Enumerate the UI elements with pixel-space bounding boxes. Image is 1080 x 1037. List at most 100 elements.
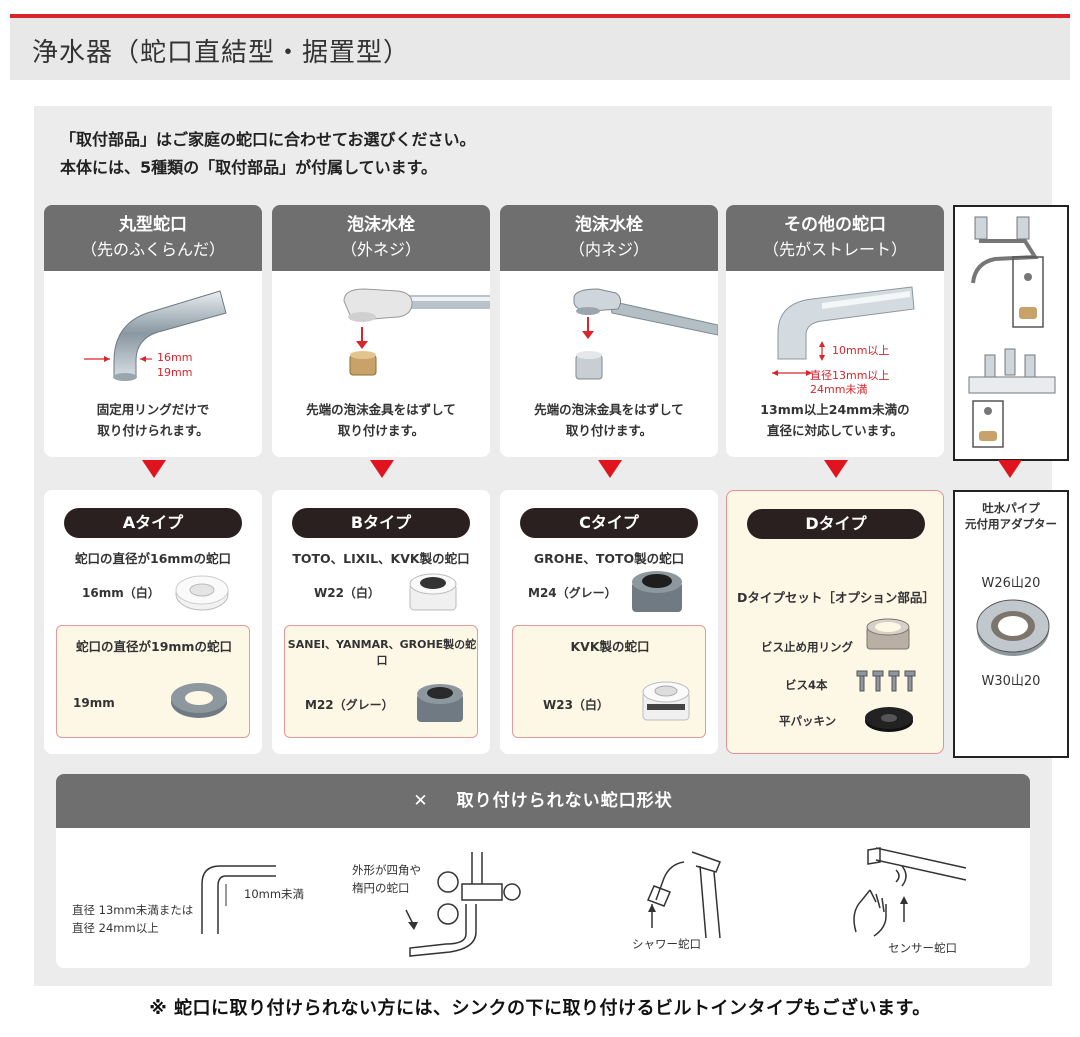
gray-ring-icon [171,683,227,718]
type-condition: GROHE、TOTO製の蛇口 [533,551,685,566]
option-item-ring: ビス止め用リング [761,640,853,654]
part-name: 16mm（白） [82,586,160,600]
faucet-description: 固定用リングだけで 取り付けられます。 [44,399,262,441]
ng-item-3-label: シャワー蛇口 [632,937,701,951]
dim-10mm-min: 10mm以上 [832,344,890,357]
faucet-card-header: 泡沫水栓 （外ネジ） [272,205,490,271]
desc-line: 取り付けられます。 [97,423,209,438]
type-label: Aタイプ [64,508,242,538]
ng-section-body: 直径 13mm未満または 直径 24mm以上 10mm未満 外形が四角や 楕円の… [56,828,1030,968]
white-ring-icon [175,575,229,611]
round-faucet-illustration [84,290,227,381]
adapter-spec-top: W26山20 [981,576,1041,591]
intro-line-2: 本体には、5種類の「取付部品」が付属しています。 [60,158,438,177]
screws-icon [856,670,916,692]
dim-24mm-max: 24mm未満 [810,383,868,396]
faucet-card-round: 丸型蛇口 （先のふくらんだ） 16mm 19mm 固定用リングだけで 取り付けら… [44,205,262,457]
type-label: Dタイプ [747,509,925,539]
type-card-d: Dタイプ Dタイプセット［オプション部品］ ビス止め用リング ビス4本 平パッキ… [726,490,944,754]
down-arrow-icon [998,460,1022,478]
desc-line: 固定用リングだけで [96,402,210,417]
adapter-faucet-box [953,205,1069,461]
faucet-description: 先端の泡沫金具をはずして 取り付けます。 [500,399,718,441]
faucet-title: 泡沫水栓 [575,215,643,235]
thin-faucet-outline-icon [201,865,276,934]
alt-part-box: KVK製の蛇口 W23（白） [512,625,706,738]
desc-line: 13mm以上24mm未満の [760,402,910,417]
alt-condition: 蛇口の直径が19mmの蛇口 [76,639,232,654]
page-title: 浄水器（蛇口直結型・据置型） [32,38,411,68]
screw-ring-icon [866,618,910,650]
down-arrow-icon [598,460,622,478]
option-item-packing: 平パッキン [779,714,837,728]
desc-line: 先端の泡沫金具をはずして [306,402,456,417]
intro-text: 「取付部品」はご家庭の蛇口に合わせてお選びください。 本体には、5種類の「取付部… [60,126,476,182]
faucet-description: 13mm以上24mm未満の 直径に対応しています。 [726,399,944,441]
foam-inner-faucet-illustration [573,288,718,380]
ng-section-header: ✕取り付けられない蛇口形状 [56,774,1030,828]
ng-item-4-label: センサー蛇口 [888,941,957,955]
down-arrow-icon [142,460,166,478]
straight-faucet-illustration [772,286,915,376]
faucet-card-foam-outer: 泡沫水栓 （外ネジ） 先端の泡沫金具をはずして 取り付けます。 [272,205,490,457]
type-card-b: Bタイプ TOTO、LIXIL、KVK製の蛇口 W22（白） SANEI、YAN… [272,490,490,754]
alt-condition: KVK製の蛇口 [570,639,650,654]
faucet-card-foam-inner: 泡沫水栓 （内ネジ） 先端の泡沫金具をはずして 取り付けます。 [500,205,718,457]
faucet-description: 先端の泡沫金具をはずして 取り付けます。 [272,399,490,441]
type-condition: TOTO、LIXIL、KVK製の蛇口 [292,551,470,566]
part-name: M24（グレー） [528,586,617,600]
faucet-card-header: その他の蛇口 （先がストレート） [726,205,944,271]
adapter-part-box: 吐水パイプ 元付用アダプター W26山20 W30山20 [953,490,1069,758]
dim-13mm-min: 直径13mm以上 [810,369,890,382]
faucet-card-header: 泡沫水栓 （内ネジ） [500,205,718,271]
square-faucet-icon [405,852,521,957]
intro-line-1: 「取付部品」はご家庭の蛇口に合わせてお選びください。 [60,130,476,149]
gray-adapter-icon [632,571,682,612]
flat-packing-icon [865,707,913,732]
type-label: Cタイプ [520,508,698,538]
footnote: ※ 蛇口に取り付けられない方には、シンクの下に取り付けるビルトインタイプもござい… [149,998,931,1019]
faucet-subtitle: （内ネジ） [568,240,649,259]
ng-item-2-line-1: 外形が四角や [352,863,421,877]
alt-part-name: 19mm [73,696,115,710]
faucet-title: 泡沫水栓 [347,215,415,235]
type-condition: 蛇口の直径が16mmの蛇口 [75,551,231,566]
desc-line: 直径に対応しています。 [767,423,903,438]
desc-line: 取り付けます。 [337,423,425,438]
down-arrow-icon [824,460,848,478]
wall-faucet-illustration [968,216,1056,448]
ng-item-1-dim: 10mm未満 [244,887,305,901]
adapter-ring-icon [976,599,1050,656]
white-adapter-icon [409,573,457,611]
type-card-a: Aタイプ 蛇口の直径が16mmの蛇口 16mm（白） 蛇口の直径が19mmの蛇口… [44,490,262,754]
part-name: W22（白） [314,586,380,600]
faucet-subtitle: （外ネジ） [340,240,421,259]
ng-section-title: 取り付けられない蛇口形状 [456,791,673,811]
sensor-faucet-icon [853,847,967,937]
adapter-spec-bottom: W30山20 [981,674,1041,689]
option-set-label: Dタイプセット［オプション部品］ [737,590,935,605]
type-label: Bタイプ [292,508,470,538]
faucet-subtitle: （先がストレート） [762,240,907,259]
foam-outer-faucet-illustration [343,288,490,376]
alt-part-name: W23（白） [543,698,609,712]
faucet-subtitle: （先のふくらんだ） [80,240,225,259]
white-adapter-icon [642,681,690,721]
option-item-screws: ビス4本 [785,678,828,692]
faucet-card-header: 丸型蛇口 （先のふくらんだ） [44,205,262,271]
type-card-c: Cタイプ GROHE、TOTO製の蛇口 M24（グレー） KVK製の蛇口 W23… [500,490,718,754]
faucet-title: その他の蛇口 [784,215,886,235]
alt-condition: SANEI、YANMAR、GROHE製の蛇口 [287,638,477,667]
adapter-title-1: 吐水パイプ [982,501,1040,515]
faucet-title: 丸型蛇口 [119,215,187,235]
alt-part-box: SANEI、YANMAR、GROHE製の蛇口 M22（グレー） [284,625,478,738]
gray-adapter-icon [417,684,463,722]
shower-faucet-icon [647,851,721,939]
faucet-card-other: その他の蛇口 （先がストレート） 10mm以上 直径13mm以上 24mm未満 … [726,205,944,457]
adapter-title-2: 元付用アダプター [965,517,1057,531]
ng-item-1-line-2: 直径 24mm以上 [72,921,159,935]
ng-item-2-line-2: 楕円の蛇口 [352,881,410,895]
dim-16mm: 16mm [157,351,193,364]
down-arrow-icon [370,460,394,478]
top-accent-rule [10,14,1070,18]
